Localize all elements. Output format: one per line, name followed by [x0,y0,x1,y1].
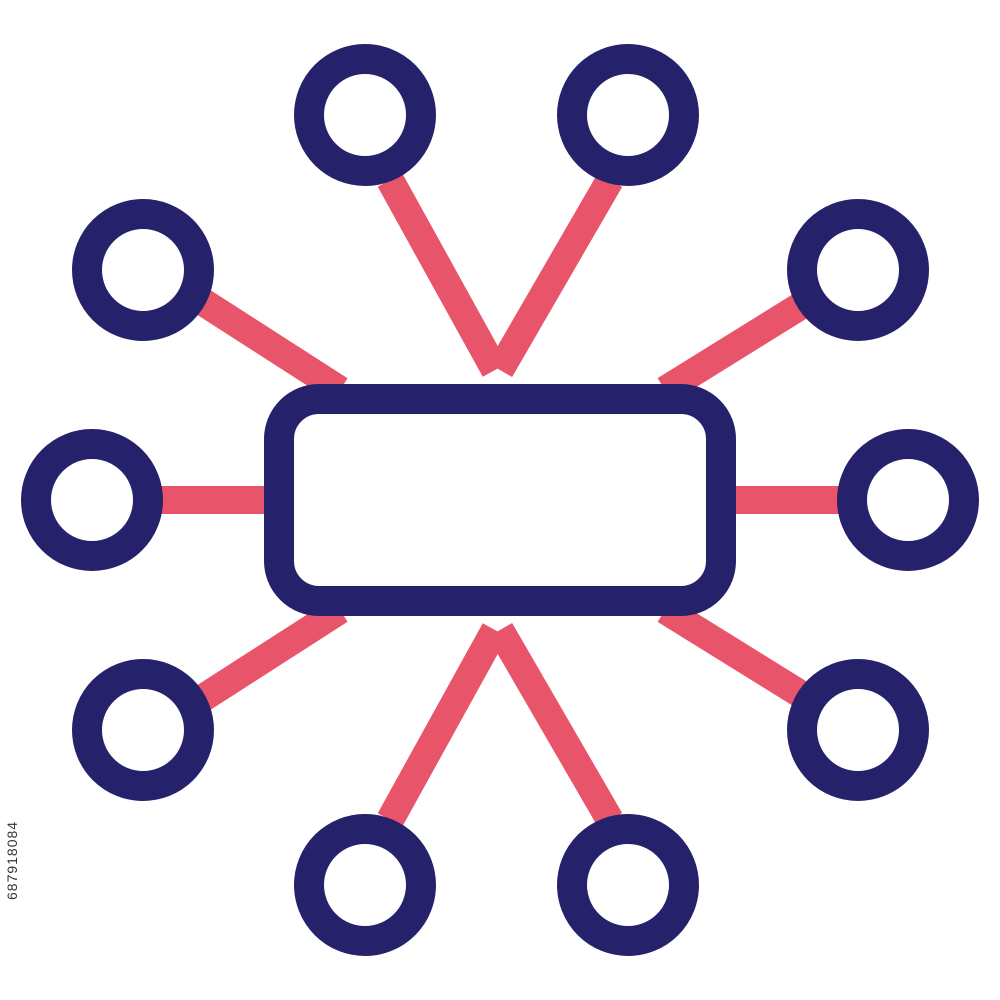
satellite-node-upper-right [787,199,929,341]
satellite-node-top-right [557,44,699,186]
hub-box [264,384,736,616]
satellite-node-upper-left [72,199,214,341]
connector-lower-left [192,598,348,712]
connector-bottom-left [377,623,508,827]
satellite-node-bottom-right [557,814,699,956]
satellite-node-lower-left [72,659,214,801]
connector-lower-right [657,598,818,712]
nodes [21,44,979,956]
connector-top-left [377,173,508,377]
satellite-node-left [21,429,163,571]
satellite-node-top-left [294,44,436,186]
connector-lines [160,172,840,828]
satellite-node-lower-right [787,659,929,801]
watermark-id-text: 687918084 [4,820,20,900]
connector-upper-left [192,288,348,402]
connector-top-right [487,172,623,378]
satellite-node-right [837,429,979,571]
connector-bottom-right [487,622,623,828]
connector-upper-right [657,288,818,402]
satellite-node-bottom-left [294,814,436,956]
